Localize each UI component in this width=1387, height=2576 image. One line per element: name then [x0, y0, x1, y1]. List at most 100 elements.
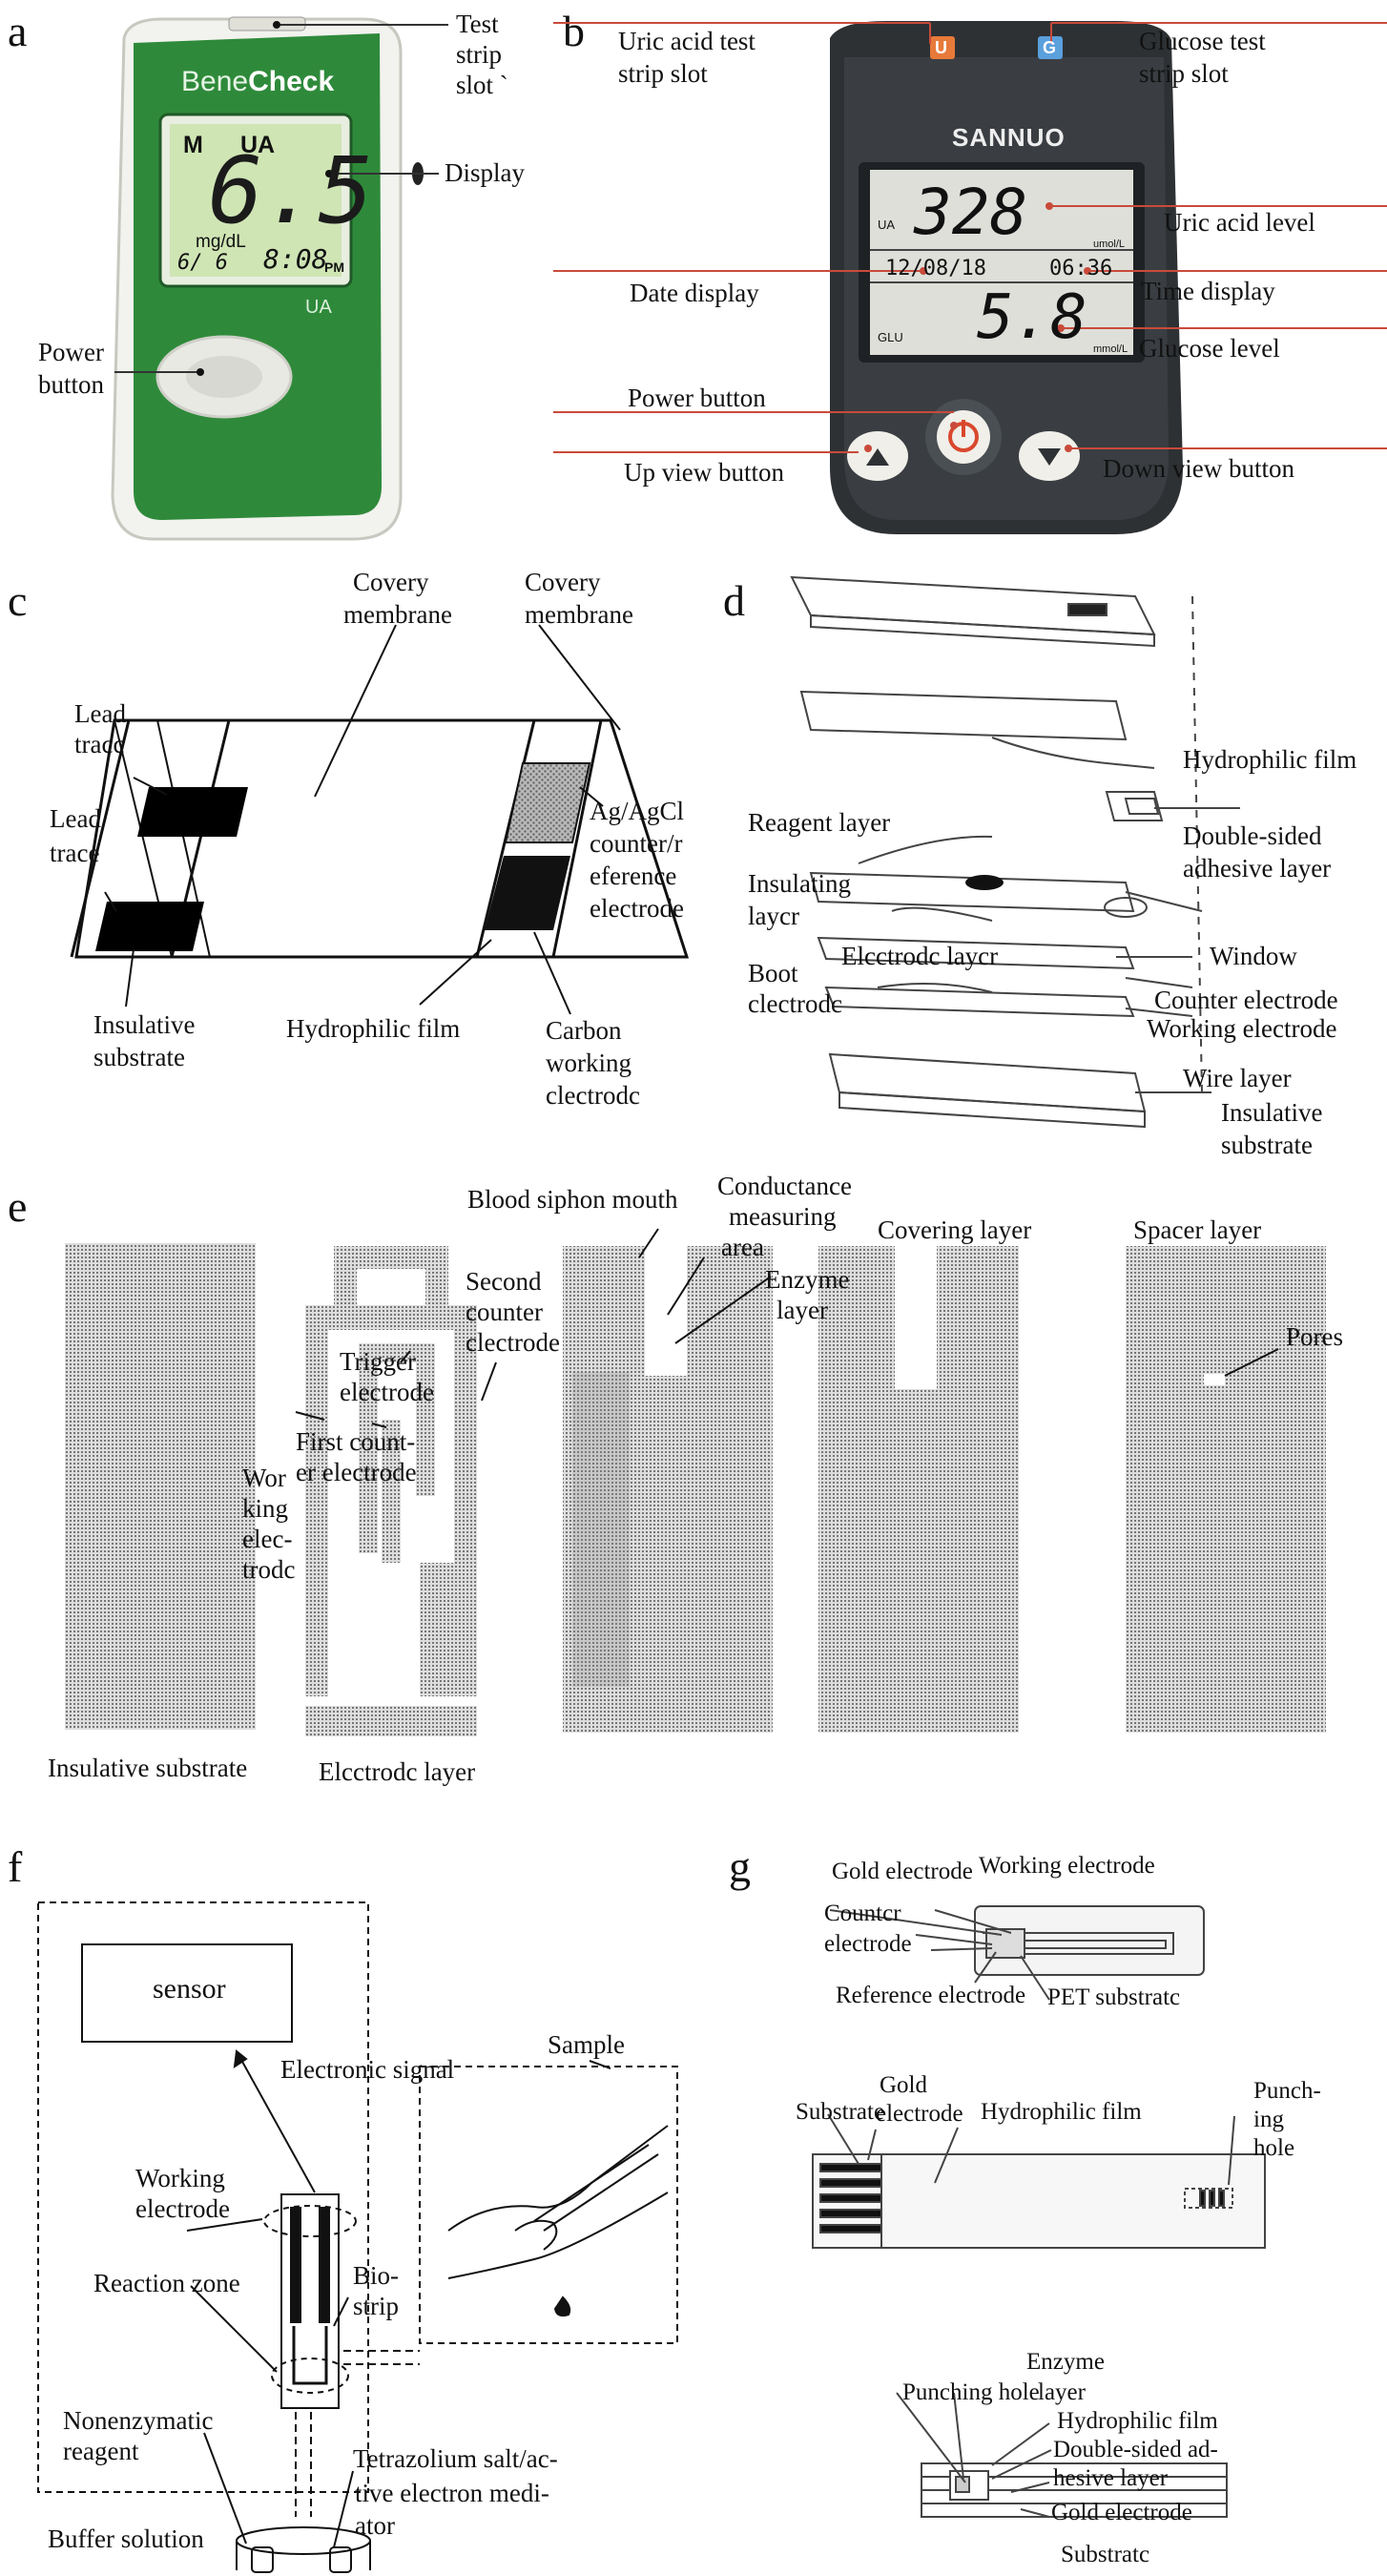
label-boot-2: clectrodc — [748, 989, 842, 1018]
nonenzymatic-sensor-diagram — [37, 1901, 678, 2573]
label-work-4: trodc — [242, 1555, 296, 1584]
label-glucose-slot-2: strip slot — [1139, 59, 1229, 88]
label-gold2-2: electrode — [876, 2101, 963, 2127]
label-insulating-1: Insulating — [748, 869, 851, 898]
lcd-glu-unit: mmol/L — [1093, 343, 1128, 355]
glucometer-a-illustration — [111, 16, 448, 541]
strip-e-layers — [65, 1228, 1326, 1736]
label-display: Display — [445, 158, 525, 187]
strip-d-exploded-view — [790, 575, 1240, 1129]
label-lead1-1: Lead — [74, 699, 126, 728]
label-enzyme-2: layer — [1038, 2379, 1086, 2405]
device-tag: UA — [305, 297, 332, 318]
label-power-button: Power button — [628, 384, 766, 412]
label-hydro: Hydrophilic film — [981, 2099, 1142, 2125]
label-substrate3: Substratc — [1061, 2542, 1150, 2567]
label-work-2: king — [242, 1494, 289, 1523]
lcd-ua-value: 328 — [914, 176, 1028, 249]
label-reference: Reference electrode — [836, 1983, 1026, 2008]
label-uric-slot-2: strip slot — [618, 59, 708, 88]
label-insulative-1: Insulative — [1221, 1098, 1323, 1127]
label-gold3: Gold electrode — [1051, 2500, 1192, 2525]
label-dsa-1: Double-sided — [1183, 821, 1322, 850]
label-insul-1: Insulative — [93, 1010, 196, 1039]
label-spacer: Spacer layer — [1133, 1215, 1262, 1244]
label-time-display: Time display — [1141, 277, 1275, 305]
label-reaction: Reaction zone — [93, 2269, 240, 2297]
label-pet: PET substratc — [1047, 1984, 1181, 2010]
panel-c-letter: c — [8, 576, 28, 625]
lcd-type: UA — [240, 132, 276, 158]
label-dsa-2: adhesive layer — [1183, 854, 1332, 883]
label-window: Window — [1210, 942, 1297, 970]
sensor-box-label: sensor — [153, 1973, 226, 2005]
lcd-ua-tag: UA — [878, 218, 896, 232]
label-working-1: Working — [135, 2164, 225, 2192]
label-counter: Counter electrode — [1154, 986, 1338, 1014]
label-covery2-1: Covery — [525, 568, 601, 596]
label-buffer: Buffer solution — [48, 2524, 204, 2553]
lcd-glu-tag: GLU — [878, 330, 903, 344]
brand-bene-right: Check — [248, 66, 335, 97]
lcd-unit: mg/dL — [196, 232, 246, 252]
panel-g: g — [706, 1830, 1387, 2576]
lcd-value: 6.5 — [208, 137, 374, 244]
panel-e: e — [0, 1172, 1387, 1820]
label-tetra-1: Tetrazolium salt/ac- — [353, 2444, 558, 2473]
label-working-2: electrode — [135, 2194, 230, 2223]
label-covery1-1: Covery — [353, 568, 429, 596]
label-work-1: Wor — [242, 1464, 286, 1492]
label-first-2: er electrode — [296, 1458, 417, 1486]
brand-sannuo: SANNUO — [952, 123, 1066, 152]
label-lead2-1: Lead — [50, 804, 101, 833]
label-trigger-2: electrode — [340, 1378, 434, 1406]
label-working: Working electrode — [1147, 1014, 1337, 1043]
label-dsa-1: Double-sided ad- — [1053, 2437, 1218, 2462]
label-working: Working electrode — [979, 1853, 1155, 1879]
label-nonenz-1: Nonenzymatic — [63, 2406, 214, 2435]
label-agcl-1: Ag/AgCl — [590, 797, 685, 825]
strip-c-illustration — [70, 624, 690, 1015]
label-uric-slot-1: Uric acid test — [618, 27, 756, 55]
label-slot-2: strip — [456, 40, 503, 69]
label-boot-1: Boot — [748, 959, 798, 987]
label-nonenz-2: reagent — [63, 2437, 139, 2465]
label-dsa-2: hesive layer — [1053, 2465, 1169, 2491]
label-enzyme-1: Enzyme — [1026, 2349, 1105, 2375]
label-second-1: Second — [466, 1267, 542, 1296]
lcd-ua-unit: umol/L — [1093, 239, 1126, 250]
panel-b: b — [553, 0, 1387, 553]
label-work-3: elec- — [242, 1525, 293, 1553]
label-trigger-1: Trigger — [340, 1347, 417, 1376]
panel-d-letter: d — [723, 576, 745, 625]
label-gold: Gold electrode — [832, 1859, 973, 1884]
label-signal: Electronic signal — [280, 2055, 455, 2084]
label-tetra-2: tive electron medi- — [355, 2479, 549, 2507]
label-sample: Sample — [548, 2030, 625, 2059]
lcd-time: 06:36 — [1049, 257, 1113, 280]
slot-g-letter: G — [1043, 38, 1057, 57]
lcd-glu-value: 5.8 — [977, 282, 1087, 353]
panel-c: c Covery membrane Covery membrane Lead t… — [0, 558, 706, 1150]
label-enzyme-1: Enzyme — [765, 1265, 850, 1294]
label-glucose-level: Glucose level — [1139, 334, 1280, 363]
label-wire: Wire layer — [1183, 1064, 1292, 1092]
panel-b-letter: b — [563, 7, 585, 55]
panel-d: d — [706, 558, 1387, 1169]
label-power-2: button — [38, 370, 105, 399]
lcd-time: 8:08 — [263, 243, 328, 275]
label-lead1-2: tracc — [74, 730, 125, 758]
panel-a-letter: a — [8, 7, 28, 55]
glucometer-b-illustration — [553, 21, 1387, 534]
panel-g-letter: g — [729, 1842, 751, 1891]
label-cond-1: Conductance — [717, 1172, 852, 1200]
label-punch3: Punching hole — [902, 2379, 1040, 2405]
label-insul-2: substrate — [93, 1043, 185, 1071]
panel-e-letter: e — [8, 1182, 28, 1231]
label-slot-1: Test — [456, 10, 499, 38]
label-second-3: clectrode — [466, 1328, 560, 1357]
label-second-2: counter — [466, 1298, 543, 1326]
brand-bene-left: Bene — [181, 66, 249, 97]
label-cond-2: measuring — [729, 1202, 837, 1231]
label-slot-3: slot ` — [456, 71, 508, 99]
